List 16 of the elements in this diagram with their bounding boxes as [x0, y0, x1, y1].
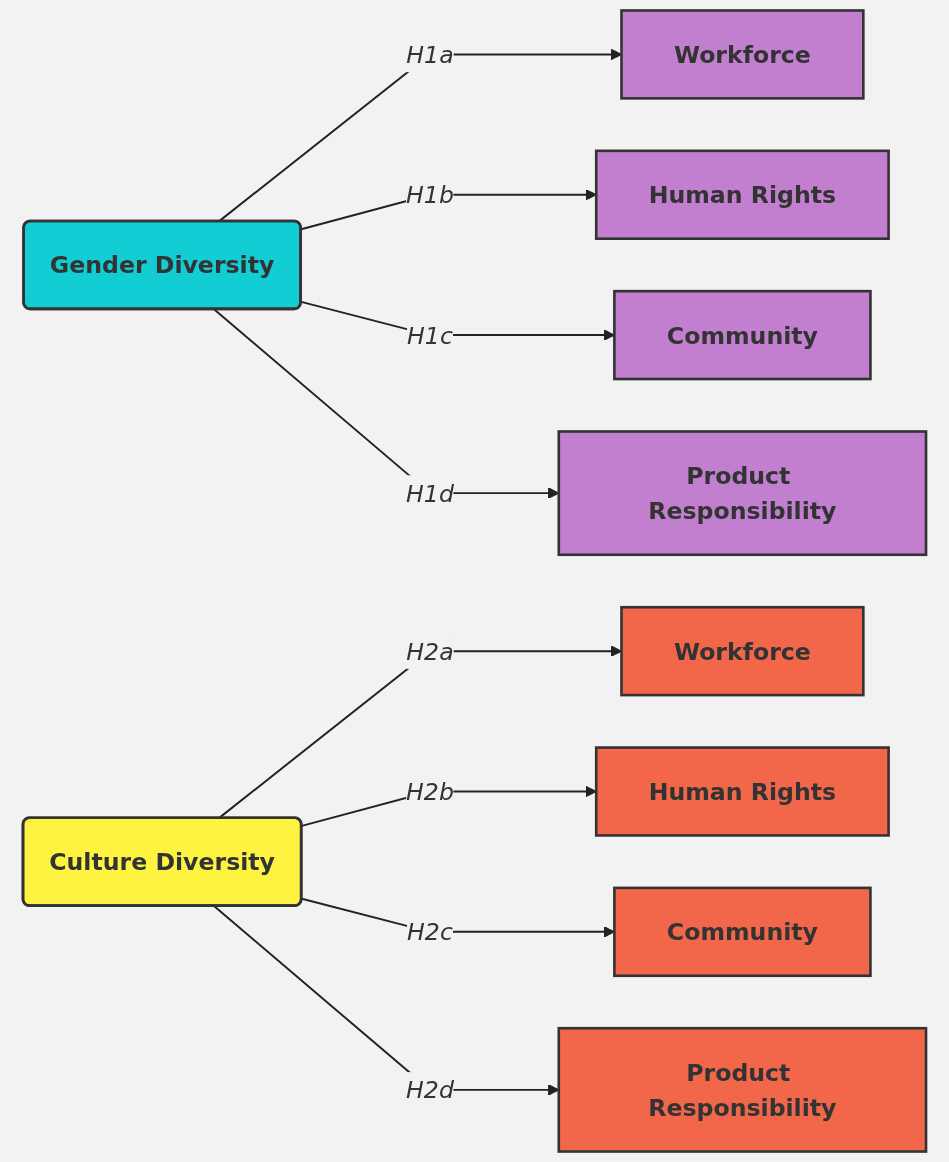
edge-label: H2b	[406, 777, 454, 806]
node-box: Human Rights	[594, 149, 890, 240]
node-box: Workforce	[620, 605, 865, 697]
node-box: Community	[613, 886, 872, 978]
edge-label: H1b	[406, 180, 454, 209]
node-box: Product Responsibility	[557, 430, 928, 557]
node-box: Workforce	[620, 9, 865, 100]
edge-label: H1d	[406, 479, 454, 507]
node-box: Human Rights	[594, 746, 890, 837]
node-box: Product Responsibility	[557, 1026, 928, 1153]
edge-label: H1a	[406, 40, 454, 69]
edge-label: H2d	[406, 1076, 454, 1104]
edge-label: H1c	[407, 321, 453, 349]
node-box: Community	[613, 289, 872, 381]
edge-label: H2c	[407, 918, 453, 946]
edge-label: H2a	[406, 637, 454, 665]
